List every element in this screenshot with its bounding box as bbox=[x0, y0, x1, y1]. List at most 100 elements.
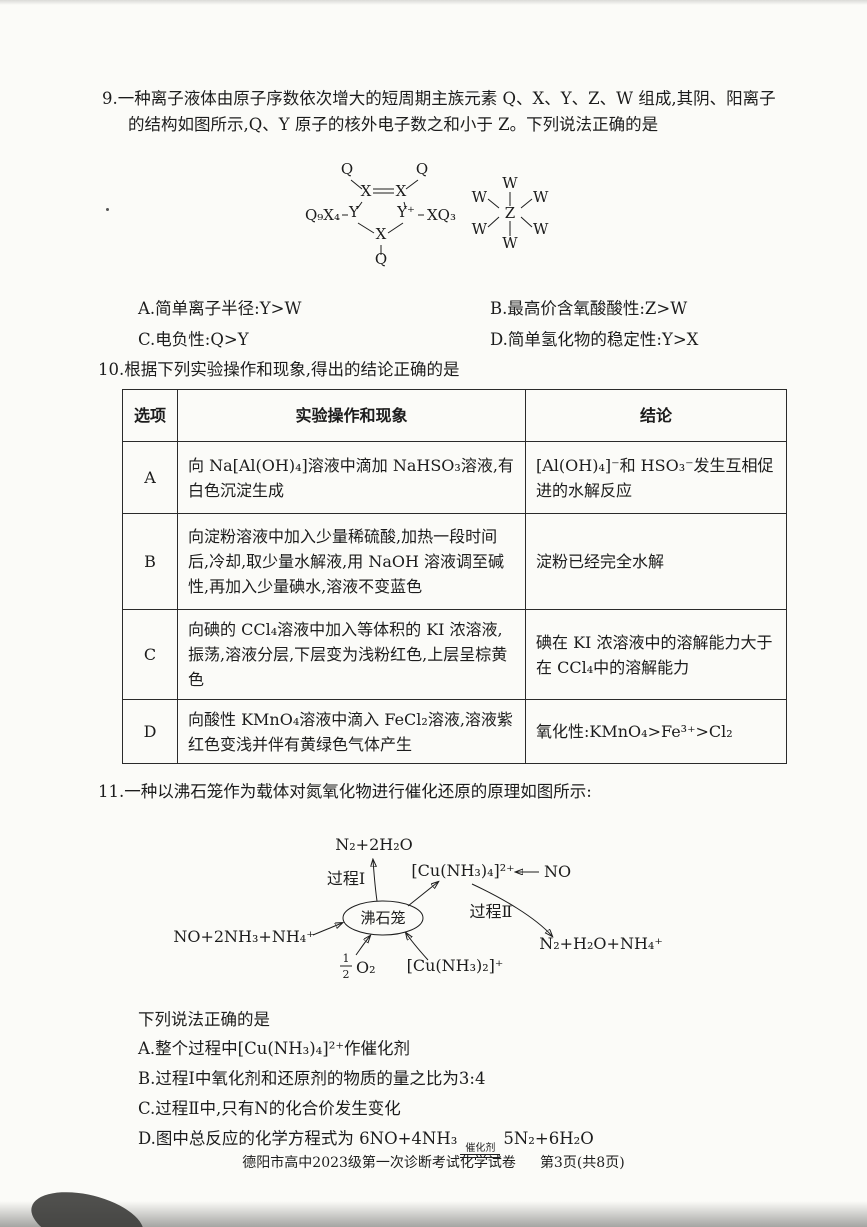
o2-label: O₂ bbox=[356, 958, 376, 977]
substituent-label: Q₉X₄ bbox=[305, 206, 340, 224]
atom-label: Y⁺ bbox=[396, 203, 415, 221]
operation-cell: 向 Na[Al(OH)₄]溶液中滴加 NaHSO₃溶液,有白色沉淀生成 bbox=[177, 441, 526, 514]
option-cell: A bbox=[122, 441, 178, 514]
conclusion-cell: [Al(OH)₄]⁻和 HSO₃⁻发生互相促进的水解反应 bbox=[525, 441, 787, 514]
q11-option-c: C.过程Ⅱ中,只有N的化合价发生变化 bbox=[138, 1094, 798, 1124]
atom-label: W bbox=[533, 188, 549, 206]
fraction-denominator: 2 bbox=[343, 968, 350, 981]
bond-line bbox=[357, 222, 375, 234]
no-label: NO bbox=[544, 862, 571, 881]
option-text: 整个过程中[Cu(NH₃)₄]²⁺作催化剂 bbox=[155, 1039, 411, 1058]
cu-tetraammine-label: [Cu(NH₃)₄]²⁺ bbox=[411, 861, 514, 880]
zeolite-cage-label: 沸石笼 bbox=[360, 909, 405, 927]
question-9: 9.一种离子液体由原子序数依次增大的短周期主族元素 Q、X、Y、Z、W 组成,其… bbox=[102, 86, 778, 138]
question-11: 11.一种以沸石笼作为载体对氮氧化物进行催化还原的原理如图所示: bbox=[98, 779, 778, 805]
operation-cell: 向淀粉溶液中加入少量稀硫酸,加热一段时间后,冷却,取少量水解液,用 NaOH 溶… bbox=[177, 513, 526, 610]
footer-exam-title: 德阳市高中2023级第一次诊断考试化学试卷 bbox=[242, 1155, 516, 1171]
atom-label: W bbox=[472, 188, 488, 206]
arrow-to-top-product bbox=[373, 860, 378, 902]
operation-cell: 向碘的 CCl₄溶液中加入等体积的 KI 浓溶液,振荡,溶液分层,下层变为浅粉红… bbox=[177, 609, 526, 700]
atom-label: X bbox=[361, 182, 372, 200]
atom-label: Y bbox=[348, 203, 360, 221]
arrow-left-input bbox=[312, 923, 342, 936]
option-text-post: 5N₂+6H₂O bbox=[503, 1129, 594, 1148]
bond-line bbox=[403, 201, 407, 210]
bond-line bbox=[520, 198, 533, 209]
table-row: A 向 Na[Al(OH)₄]溶液中滴加 NaHSO₃溶液,有白色沉淀生成 [A… bbox=[122, 441, 787, 514]
option-text: 简单氢化物的稳定性:Y>X bbox=[507, 330, 699, 349]
option-label: A. bbox=[138, 299, 156, 318]
catalyst-over-equals: 催化剂 bbox=[460, 1143, 501, 1158]
option-text: 过程Ⅱ中,只有N的化合价发生变化 bbox=[155, 1099, 401, 1118]
table-header-row: 选项 实验操作和现象 结论 bbox=[122, 389, 787, 442]
conclusion-cell: 碘在 KI 浓溶液中的溶解能力大于在 CCl₄中的溶解能力 bbox=[525, 609, 787, 700]
q11-catalysis-diagram: N₂+2H₂O 过程Ⅰ [Cu(NH₃)₄]²⁺ NO 过程Ⅱ NO+2NH₃+… bbox=[173, 835, 663, 981]
top-product-label: N₂+2H₂O bbox=[335, 835, 412, 854]
bond-line bbox=[487, 216, 500, 228]
arrow-process2 bbox=[471, 883, 552, 936]
q11-option-a: A.整个过程中[Cu(NH₃)₄]²⁺作催化剂 bbox=[138, 1034, 798, 1064]
operation-cell: 向酸性 KMnO₄溶液中滴入 FeCl₂溶液,溶液紫红色变浅并伴有黄绿色气体产生 bbox=[177, 699, 526, 764]
experiment-table: 选项 实验操作和现象 结论 A 向 Na[Al(OH)₄]溶液中滴加 NaHSO… bbox=[122, 389, 787, 764]
arrow-cage-to-cu4 bbox=[407, 882, 438, 907]
option-cell: D bbox=[122, 699, 178, 764]
bond-line bbox=[487, 198, 500, 209]
atom-label: Z bbox=[505, 204, 515, 222]
cation-ring: Q Q X X Y Y⁺ X Q Q₉X₄ XQ₃ bbox=[305, 160, 456, 268]
atom-label: Q bbox=[416, 160, 428, 178]
question-number: 11. bbox=[98, 782, 125, 801]
question-stem: 一种离子液体由原子序数依次增大的短周期主族元素 Q、X、Y、Z、W 组成,其阴、… bbox=[117, 89, 776, 134]
process1-label: 过程Ⅰ bbox=[327, 869, 365, 888]
substituent-label: XQ₃ bbox=[427, 206, 456, 224]
arrow-cu2-to-cage bbox=[406, 933, 429, 961]
process2-label: 过程Ⅱ bbox=[470, 902, 513, 921]
scan-shadow-top bbox=[0, 0, 867, 5]
bond-line bbox=[387, 222, 404, 234]
option-label: C. bbox=[138, 1099, 156, 1118]
option-label: C. bbox=[138, 330, 156, 349]
q11-options: A.整个过程中[Cu(NH₃)₄]²⁺作催化剂 B.过程Ⅰ中氧化剂和还原剂的物质… bbox=[138, 1034, 798, 1158]
option-text: 过程Ⅰ中氧化剂和还原剂的物质的量之比为3:4 bbox=[155, 1069, 486, 1088]
q9-structure-diagram: Q Q X X Y Y⁺ X Q Q₉X₄ XQ₃ Z W W W bbox=[305, 160, 549, 268]
option-text: 简单离子半径:Y>W bbox=[155, 299, 302, 318]
option-label: D. bbox=[490, 330, 508, 349]
footer-page-number: 第3页(共8页) bbox=[539, 1155, 625, 1171]
arrow-o2-input bbox=[355, 936, 370, 956]
right-product-label: N₂+H₂O+NH₄⁺ bbox=[539, 934, 663, 953]
page-footer: 德阳市高中2023级第一次诊断考试化学试卷 第3页(共8页) bbox=[0, 1152, 867, 1172]
atom-label: W bbox=[533, 220, 549, 238]
option-text-pre: 图中总反应的化学方程式为 6NO+4NH₃ bbox=[155, 1129, 458, 1148]
column-header: 结论 bbox=[525, 389, 787, 442]
scan-shadow-bottom bbox=[0, 1201, 867, 1227]
question-10: 10.根据下列实验操作和现象,得出的结论正确的是 bbox=[98, 357, 778, 383]
left-input-label: NO+2NH₃+NH₄⁺ bbox=[173, 927, 314, 946]
atom-label: Q bbox=[375, 250, 387, 268]
atom-label: W bbox=[502, 174, 518, 192]
q9-option-d: D.简单氢化物的稳定性:Y>X bbox=[490, 326, 778, 350]
table-row: C 向碘的 CCl₄溶液中加入等体积的 KI 浓溶液,振荡,溶液分层,下层变为浅… bbox=[122, 609, 787, 700]
option-text: 最高价含氧酸酸性:Z>W bbox=[507, 299, 688, 318]
option-label: B. bbox=[138, 1069, 156, 1088]
zeolite-cage-ellipse bbox=[342, 900, 424, 936]
half-o2-fraction: 1 2 O₂ bbox=[340, 952, 376, 981]
bond-line bbox=[520, 216, 533, 228]
bond-line bbox=[356, 201, 363, 210]
bond-line bbox=[405, 179, 419, 190]
question-number: 10. bbox=[98, 360, 125, 379]
atom-label: X bbox=[396, 182, 407, 200]
q9-option-b: B.最高价含氧酸酸性:Z>W bbox=[490, 295, 778, 319]
option-label: B. bbox=[490, 299, 508, 318]
catalyst-condition: 催化剂 bbox=[465, 1143, 496, 1154]
q9-option-c: C.电负性:Q>Y bbox=[138, 326, 490, 350]
q11-substem: 下列说法正确的是 bbox=[138, 1010, 270, 1029]
scan-ink-dot bbox=[106, 208, 109, 211]
option-label: A. bbox=[138, 1039, 156, 1058]
q9-options: A.简单离子半径:Y>W B.最高价含氧酸酸性:Z>W C.电负性:Q>Y D.… bbox=[138, 295, 778, 350]
atom-label: W bbox=[502, 234, 518, 252]
fraction-numerator: 1 bbox=[343, 952, 350, 965]
conclusion-cell: 淀粉已经完全水解 bbox=[525, 513, 787, 610]
table-row: B 向淀粉溶液中加入少量稀硫酸,加热一段时间后,冷却,取少量水解液,用 NaOH… bbox=[122, 513, 787, 610]
cu-diammine-label: [Cu(NH₃)₂]⁺ bbox=[407, 956, 504, 975]
